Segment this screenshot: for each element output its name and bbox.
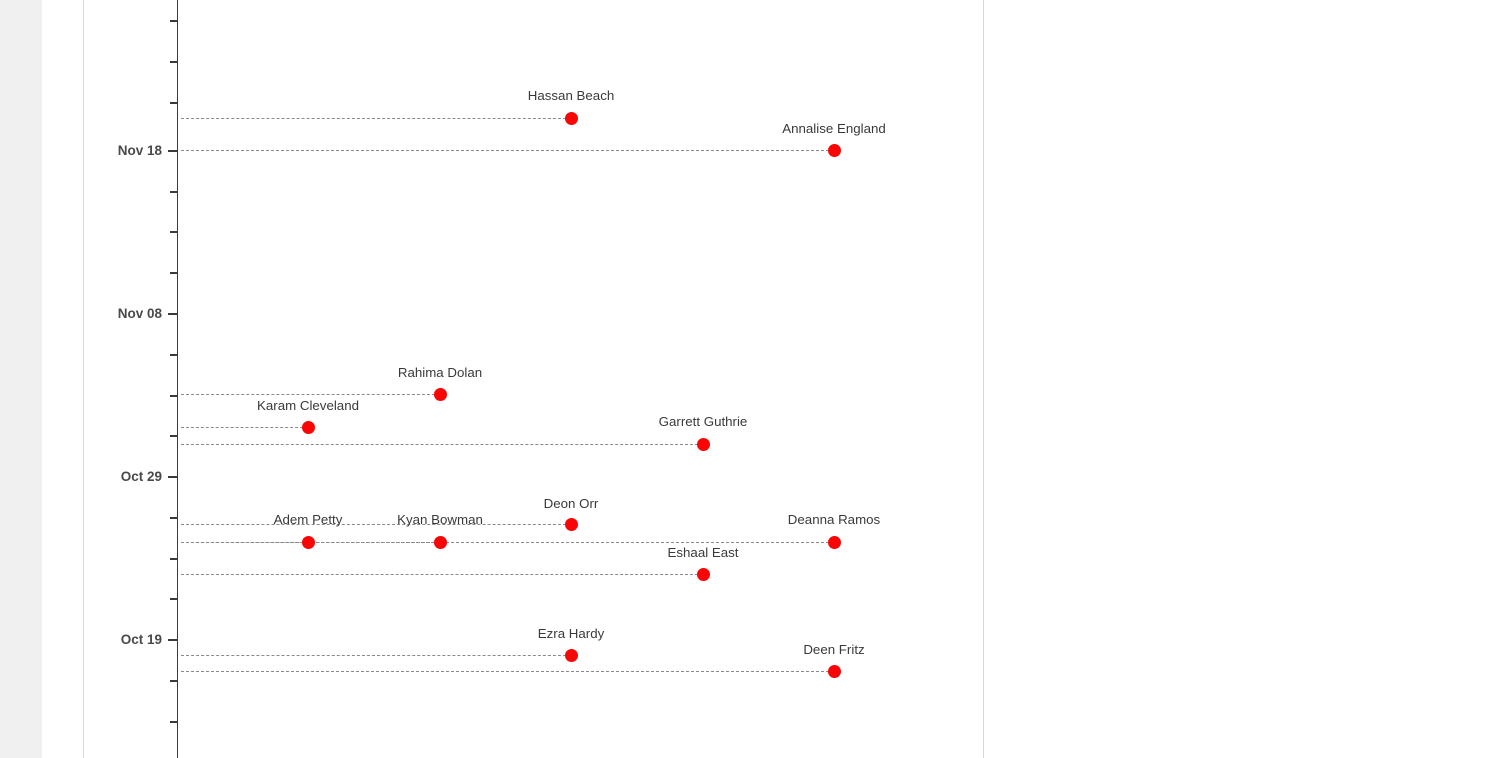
y-axis-minor-tick: [170, 435, 178, 437]
y-axis-major-tick: [168, 150, 178, 152]
data-point-label: Deen Fritz: [803, 642, 865, 657]
panel-divider-left: [83, 0, 84, 758]
leader-line: [181, 150, 834, 151]
data-point-label: Garrett Guthrie: [658, 414, 748, 429]
data-point-dot[interactable]: [301, 535, 315, 549]
panel-divider-right: [983, 0, 984, 758]
data-point-label: Kyan Bowman: [397, 512, 483, 527]
leader-line: [181, 444, 703, 445]
data-point-label: Hassan Beach: [527, 88, 615, 103]
y-axis-minor-tick: [170, 272, 178, 274]
data-point-dot[interactable]: [827, 535, 841, 549]
leader-line: [181, 427, 308, 428]
data-point-dot[interactable]: [564, 517, 578, 531]
y-axis-minor-tick: [170, 680, 178, 682]
y-axis-minor-tick: [170, 395, 178, 397]
leader-line: [181, 524, 571, 525]
leader-line: [181, 542, 834, 543]
y-axis-minor-tick: [170, 231, 178, 233]
data-point-label: Rahima Dolan: [397, 365, 483, 380]
y-axis-minor-tick: [170, 20, 178, 22]
y-axis-minor-tick: [170, 61, 178, 63]
data-point-label: Eshaal East: [667, 545, 739, 560]
data-point-label: Deanna Ramos: [787, 512, 881, 527]
data-point-label: Annalise England: [782, 121, 886, 136]
y-axis-spine: [177, 0, 179, 758]
data-point-dot[interactable]: [827, 143, 841, 157]
y-axis-minor-tick: [170, 598, 178, 600]
leader-line: [181, 118, 571, 119]
y-axis-minor-tick: [170, 191, 178, 193]
leader-line: [181, 394, 440, 395]
leader-line: [181, 671, 834, 672]
data-point-label: Ezra Hardy: [537, 626, 605, 641]
leader-line: [181, 574, 703, 575]
data-point-label: Adem Petty: [273, 512, 343, 527]
data-point-dot[interactable]: [696, 567, 710, 581]
y-axis-minor-tick: [170, 354, 178, 356]
y-axis-tick-label: Nov 18: [117, 143, 162, 158]
data-point-dot[interactable]: [433, 387, 447, 401]
y-axis-minor-tick: [170, 517, 178, 519]
y-axis-minor-tick: [170, 721, 178, 723]
data-point-dot[interactable]: [433, 535, 447, 549]
leader-line: [181, 655, 571, 656]
left-gray-rail: [0, 0, 42, 758]
y-axis-tick-label: Oct 19: [120, 632, 162, 647]
y-axis-major-tick: [168, 313, 178, 315]
data-point-dot[interactable]: [301, 420, 315, 434]
y-axis-major-tick: [168, 639, 178, 641]
y-axis-minor-tick: [170, 102, 178, 104]
data-point-dot[interactable]: [564, 648, 578, 662]
y-axis-tick-label: Nov 08: [117, 306, 162, 321]
data-point-label: Deon Orr: [543, 496, 599, 511]
y-axis-tick-label: Oct 29: [120, 469, 162, 484]
y-axis-minor-tick: [170, 558, 178, 560]
data-point-dot[interactable]: [827, 664, 841, 678]
y-axis-major-tick: [168, 476, 178, 478]
data-point-label: Karam Cleveland: [257, 398, 359, 413]
data-point-dot[interactable]: [564, 111, 578, 125]
data-point-dot[interactable]: [696, 437, 710, 451]
